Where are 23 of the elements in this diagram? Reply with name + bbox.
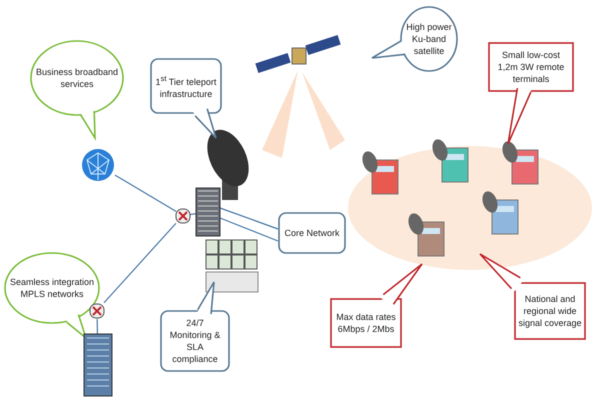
callout-text: High power Ku-band satellite xyxy=(405,21,453,57)
speech-bubble xyxy=(28,40,126,140)
connector-line xyxy=(220,217,278,242)
callout-text: 24/7 Monitoring & SLA compliance xyxy=(168,317,222,365)
server-rack-icon xyxy=(196,188,220,236)
connector-line xyxy=(114,174,176,212)
connector-line xyxy=(220,207,278,230)
callout-box xyxy=(488,42,576,146)
router-icon xyxy=(176,207,190,224)
callout-text: Max data rates 6Mbps / 2Mbs xyxy=(335,311,397,335)
callout-text: Seamless integration MPLS networks xyxy=(8,276,96,300)
callout-text: Core Network xyxy=(284,227,340,239)
callout-text: Small low-cost 1,2m 3W remote terminals xyxy=(496,49,566,85)
callout-text: Business broadband services xyxy=(34,66,120,90)
callout-text: National and regional wide signal coverage xyxy=(518,293,582,329)
router-icon xyxy=(90,302,104,319)
office-building-icon xyxy=(84,334,112,396)
connector-line xyxy=(104,222,176,304)
callout-text: 1$^{st}$ Tier teleport infrastructure xyxy=(154,72,218,100)
callout-box xyxy=(478,252,588,342)
network-box xyxy=(278,212,346,254)
globe-icon xyxy=(81,148,115,182)
connector-line xyxy=(96,318,98,334)
